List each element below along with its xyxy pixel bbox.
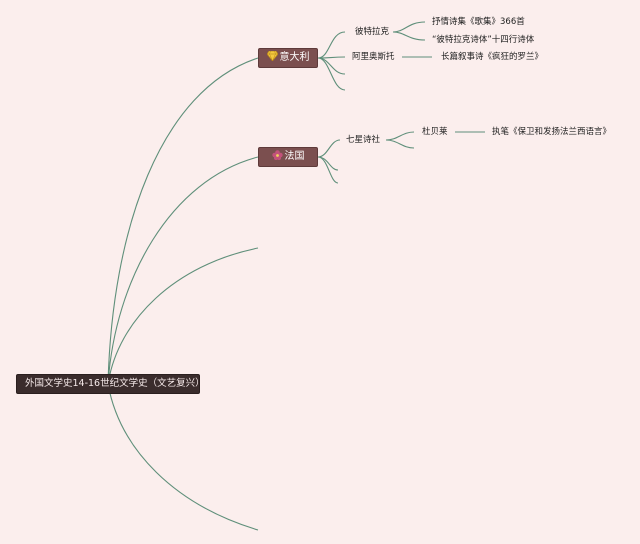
france-empty-2 (317, 156, 339, 184)
petrarch-to-work1 (392, 21, 426, 33)
petrarch-work-1[interactable]: 抒情诗集《歌集》366首 (432, 17, 525, 27)
pleiade-to-dubellay (385, 131, 415, 141)
branch-empty-2 (107, 383, 259, 531)
france-to-pleiade (317, 139, 341, 158)
du-bellay-work[interactable]: 执笔《保卫和发扬法兰西语言》 (492, 127, 612, 137)
topic-pleiade[interactable]: 七星诗社 (346, 135, 381, 145)
root-title: 外国文学史14-16世纪文学史（文艺复兴） (25, 378, 205, 389)
root-node[interactable]: 外国文学史14-16世纪文学史（文艺复兴） (16, 374, 205, 394)
country-node-france[interactable]: 法国 (258, 147, 318, 167)
branch-italy (107, 57, 259, 385)
ariosto-work[interactable]: 长篇叙事诗《疯狂的罗兰》 (441, 52, 544, 62)
branch-empty-1 (107, 247, 259, 385)
country-node-italy[interactable]: 意大利 (258, 48, 318, 68)
pleiade-empty (385, 139, 415, 149)
country-label-italy: 意大利 (279, 52, 310, 63)
italy-empty-2 (317, 57, 346, 91)
petrarch-to-work2 (392, 31, 426, 41)
petrarch-work-2[interactable]: “彼特拉克诗体”十四行诗体 (432, 35, 535, 45)
italy-to-petrarch (317, 31, 346, 59)
topic-du-bellay[interactable]: 杜贝莱 (422, 127, 448, 137)
country-label-france: 法国 (284, 151, 305, 162)
branch-france (107, 156, 259, 385)
italy-empty-1 (317, 57, 346, 75)
flower-icon (271, 149, 283, 161)
gem-icon (266, 50, 278, 62)
topic-petrarch[interactable]: 彼特拉克 (355, 27, 390, 37)
topic-ariosto[interactable]: 阿里奥斯托 (352, 52, 395, 62)
